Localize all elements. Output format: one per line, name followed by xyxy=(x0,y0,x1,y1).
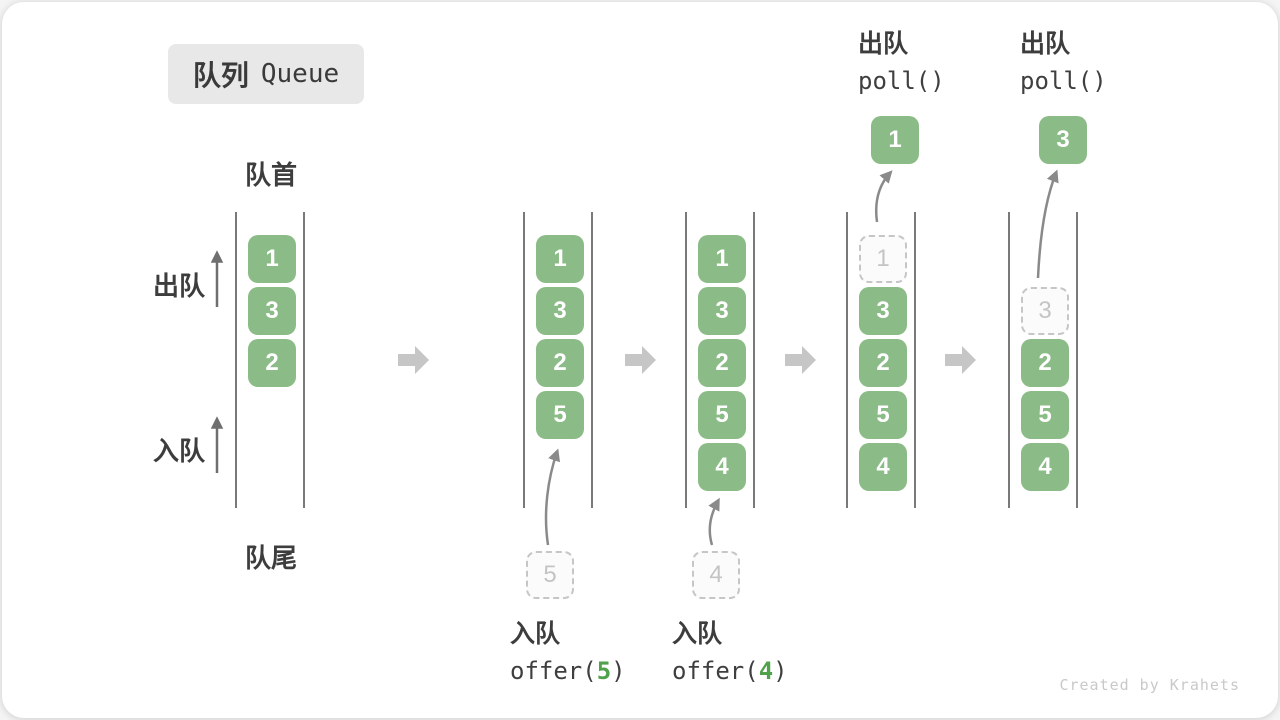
operation-code: offer(5) xyxy=(510,656,626,686)
queue-item-box: 4 xyxy=(859,443,907,491)
pending-item-box: 5 xyxy=(526,551,574,599)
element-movement-arrows xyxy=(544,169,1059,546)
label-enqueue-side: 入队 xyxy=(153,436,206,466)
queue-item-box: 3 xyxy=(536,287,584,335)
code-close: ) xyxy=(611,657,626,685)
label-queue-front: 队首 xyxy=(245,160,298,190)
block-arrow-icon xyxy=(785,346,816,374)
queue-item-box: 5 xyxy=(859,391,907,439)
operation-zh: 出队 xyxy=(1020,30,1071,58)
polled-item-box: 1 xyxy=(871,116,919,164)
operation-code: offer(4) xyxy=(672,656,788,686)
queue-item-box: 1 xyxy=(536,235,584,283)
label-dequeue-side: 出队 xyxy=(153,271,206,301)
block-arrow-icon xyxy=(625,346,656,374)
dequeue-arrow-icon xyxy=(875,170,893,223)
operation-label-offer-5: 入队 offer(5) xyxy=(510,619,626,686)
queue-item-box: 2 xyxy=(859,339,907,387)
operation-label-poll-1: 出队 poll() xyxy=(858,29,945,96)
queue-item-box: 3 xyxy=(859,287,907,335)
queue-item-box: 5 xyxy=(536,391,584,439)
enqueue-arrow-icon xyxy=(544,448,561,546)
operation-code: poll() xyxy=(1020,67,1107,95)
code-fn: offer( xyxy=(510,657,597,685)
code-close: ) xyxy=(773,657,788,685)
title-zh: 队列 xyxy=(192,60,249,91)
queue-item-box: 2 xyxy=(536,339,584,387)
queue-item-box: 3 xyxy=(698,287,746,335)
removed-item-box: 1 xyxy=(859,235,907,283)
queue-item-box: 1 xyxy=(698,235,746,283)
operation-label-poll-3: 出队 poll() xyxy=(1020,29,1107,96)
code-arg: 5 xyxy=(596,657,612,685)
code-fn: offer( xyxy=(672,657,759,685)
operation-zh: 入队 xyxy=(672,620,723,648)
queue-walls xyxy=(235,212,1078,508)
queue-item-box: 4 xyxy=(698,443,746,491)
polled-item-box: 3 xyxy=(1039,116,1087,164)
label-queue-rear: 队尾 xyxy=(245,543,298,573)
operation-zh: 出队 xyxy=(858,30,909,58)
queue-item-box: 5 xyxy=(698,391,746,439)
code-arg: 4 xyxy=(758,657,774,685)
queue-item-box: 5 xyxy=(1021,391,1069,439)
operation-label-offer-4: 入队 offer(4) xyxy=(672,619,788,686)
operation-code: poll() xyxy=(858,67,945,95)
block-arrow-icon xyxy=(945,346,976,374)
watermark-credit: Created by Krahets xyxy=(1059,676,1240,694)
block-arrow-icon xyxy=(398,346,429,374)
pending-item-box: 4 xyxy=(692,551,740,599)
queue-item-box: 3 xyxy=(248,287,296,335)
queue-item-box: 2 xyxy=(1021,339,1069,387)
queue-item-box: 1 xyxy=(248,235,296,283)
operation-zh: 入队 xyxy=(510,620,561,648)
enqueue-arrow-icon xyxy=(708,497,720,546)
removed-item-box: 3 xyxy=(1021,287,1069,335)
queue-item-box: 2 xyxy=(248,339,296,387)
dequeue-arrow-icon xyxy=(1036,169,1059,279)
queue-item-box: 2 xyxy=(698,339,746,387)
title-badge: 队列 Queue xyxy=(168,44,364,104)
title-en: Queue xyxy=(260,59,340,89)
queue-item-box: 4 xyxy=(1021,443,1069,491)
